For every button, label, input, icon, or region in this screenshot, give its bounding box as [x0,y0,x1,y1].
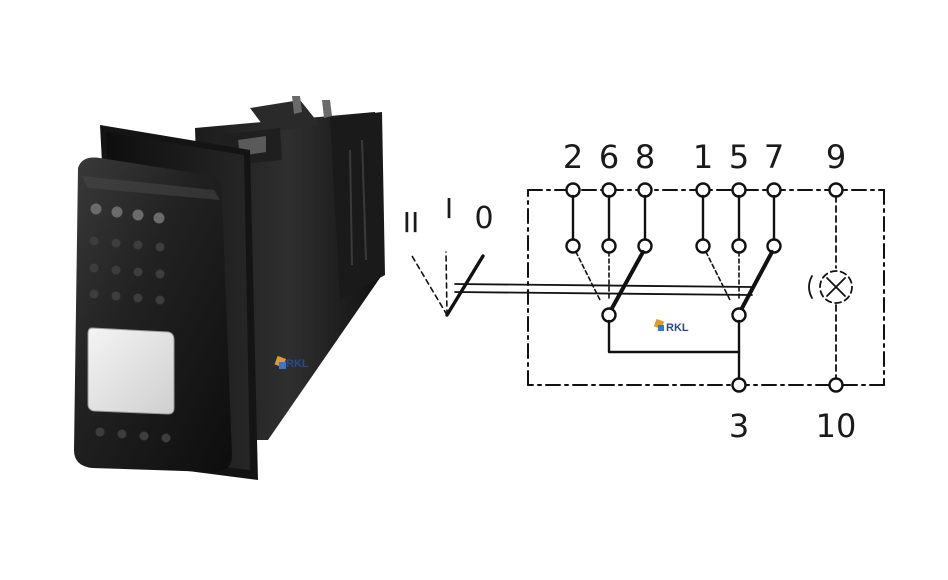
terminal-label: 6 [599,138,619,176]
top-terminals [565,182,844,198]
position-label-0: 0 [474,201,493,236]
terminal-label: 2 [563,138,583,176]
enclosure-outline [527,189,885,386]
terminal-label: 5 [729,138,749,176]
terminal-label: 8 [635,138,655,176]
lamp-symbol [808,270,853,304]
rkl-logo-schematic: RKL [653,318,689,334]
rkl-logo-photo-text: RKL [286,358,309,370]
position-labels: II I 0 [403,192,494,239]
terminal-label: 10 [816,407,857,445]
terminal-label: 7 [764,138,784,176]
position-label-2: II [403,206,420,239]
terminal-labels: 2 6 8 1 5 7 9 3 10 [563,138,857,445]
terminal-label: 3 [729,407,749,445]
rkl-logo-schematic-text: RKL [666,322,689,334]
terminal-label: 1 [693,138,713,176]
switch-schematic [411,182,885,393]
position-label-1: I [445,192,453,225]
rkl-logo-photo: RKL [274,355,309,370]
terminal-label: 9 [826,138,846,176]
rocker-switch-photo: RKL [74,96,385,480]
